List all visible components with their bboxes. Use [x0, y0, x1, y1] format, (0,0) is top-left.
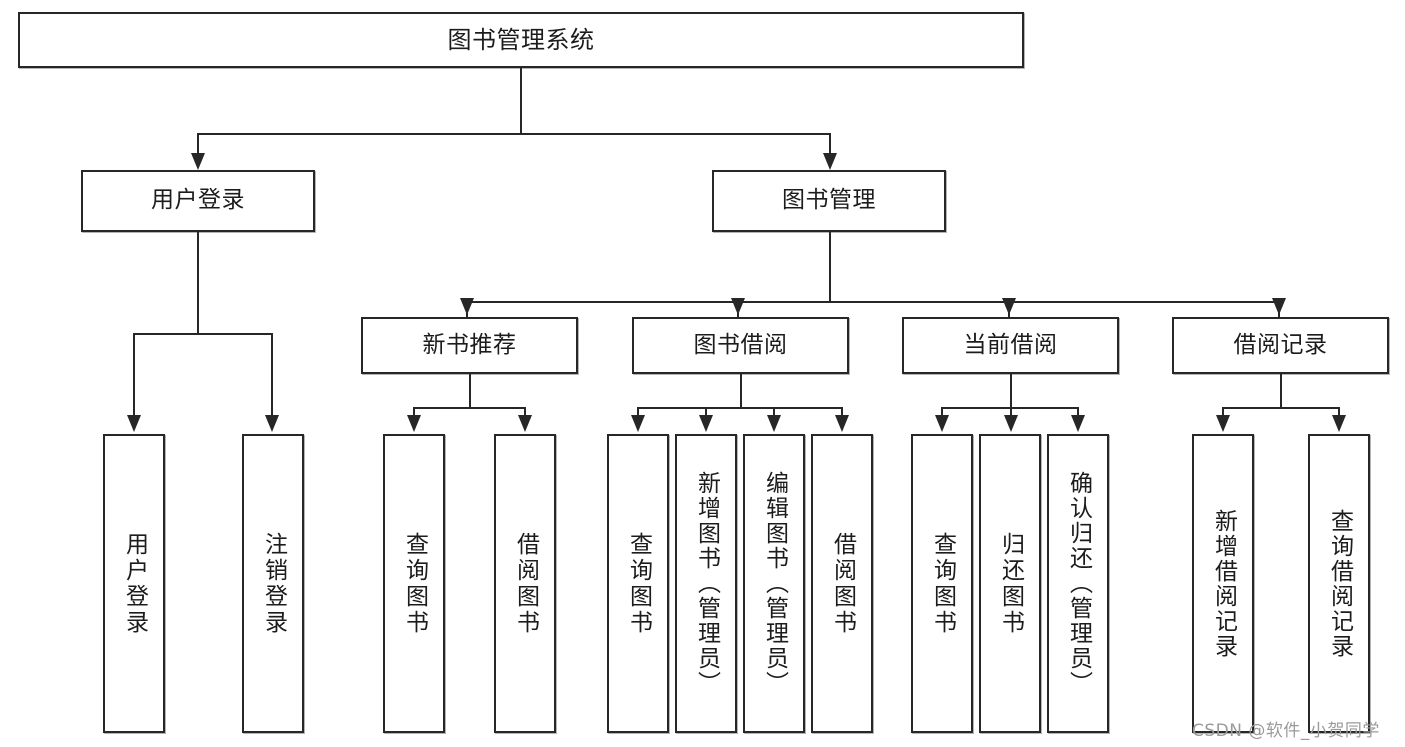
- node-book-management[interactable]: 图书管理: [712, 170, 946, 232]
- arrow-book-borrow: [731, 298, 745, 315]
- node-label: 确认归还（管理员）: [1065, 471, 1092, 696]
- node-label: 查询图书: [929, 531, 956, 636]
- node-label: 新书推荐: [422, 331, 517, 358]
- node-new-book-recommend[interactable]: 新书推荐: [361, 317, 578, 374]
- node-label: 查询图书: [401, 531, 428, 636]
- connector-drop-confirm-return: [1077, 407, 1079, 417]
- node-label: 用户登录: [151, 187, 245, 214]
- arrow-user-login-leaf: [127, 415, 141, 432]
- node-label: 图书管理: [782, 187, 876, 214]
- node-label: 归还图书: [997, 531, 1024, 636]
- connector-drop-borrow-book-1: [524, 407, 526, 417]
- arrow-confirm-return: [1071, 415, 1085, 432]
- connector-drop-query-book-2: [637, 407, 639, 417]
- arrow-new-book-recommend: [460, 298, 474, 315]
- arrow-add-book: [699, 415, 713, 432]
- arrow-return-book: [1004, 415, 1018, 432]
- arrow-borrow-book-1: [518, 415, 532, 432]
- node-book-borrow[interactable]: 图书借阅: [632, 317, 849, 374]
- node-label: 查询图书: [625, 531, 652, 636]
- node-label: 编辑图书（管理员）: [761, 471, 788, 696]
- arrow-current-borrow: [1002, 298, 1016, 315]
- connector-root-stem: [520, 68, 522, 134]
- leaf-confirm-return[interactable]: 确认归还（管理员）: [1047, 434, 1109, 733]
- node-label: 新增图书（管理员）: [693, 471, 720, 696]
- leaf-borrow-book-1[interactable]: 借阅图书: [494, 434, 556, 733]
- arrow-add-borrow-record: [1216, 415, 1230, 432]
- node-label: 新增借阅记录: [1210, 508, 1237, 659]
- node-label: 图书管理系统: [447, 25, 595, 54]
- node-borrow-record[interactable]: 借阅记录: [1172, 317, 1389, 374]
- leaf-query-book-1[interactable]: 查询图书: [383, 434, 445, 733]
- connector-borrow-record-bus: [1222, 407, 1340, 409]
- node-label: 用户登录: [121, 531, 148, 636]
- connector-drop-user-login-leaf: [133, 333, 135, 417]
- connector-book-borrow-stem: [740, 374, 742, 408]
- leaf-add-book[interactable]: 新增图书（管理员）: [675, 434, 737, 733]
- connector-book-management-stem: [829, 232, 831, 302]
- connector-drop-borrow-book-2: [841, 407, 843, 417]
- connector-level3-bus: [466, 301, 1280, 303]
- connector-drop-query-book-1: [413, 407, 415, 417]
- arrow-book-management: [823, 153, 837, 170]
- arrow-query-book-3: [935, 415, 949, 432]
- connector-drop-query-borrow-record: [1338, 407, 1340, 417]
- connector-drop-book-management: [829, 133, 831, 155]
- connector-new-book-recommend-bus: [413, 407, 526, 409]
- connector-drop-add-borrow-record: [1222, 407, 1224, 417]
- leaf-query-book-2[interactable]: 查询图书: [607, 434, 669, 733]
- arrow-user-login: [191, 153, 205, 170]
- connector-borrow-record-stem: [1280, 374, 1282, 408]
- arrow-query-book-1: [407, 415, 421, 432]
- leaf-query-book-3[interactable]: 查询图书: [911, 434, 973, 733]
- leaf-return-book[interactable]: 归还图书: [979, 434, 1041, 733]
- arrow-borrow-book-2: [835, 415, 849, 432]
- node-label: 图书借阅: [693, 331, 788, 358]
- leaf-edit-book[interactable]: 编辑图书（管理员）: [743, 434, 805, 733]
- connector-drop-edit-book: [773, 407, 775, 417]
- node-label: 借阅图书: [829, 531, 856, 636]
- leaf-add-borrow-record[interactable]: 新增借阅记录: [1192, 434, 1254, 733]
- arrow-query-borrow-record: [1332, 415, 1346, 432]
- node-label: 查询借阅记录: [1326, 508, 1353, 659]
- node-label: 注销登录: [260, 531, 287, 636]
- connector-current-borrow-stem: [1010, 374, 1012, 408]
- connector-drop-return-book: [1010, 407, 1012, 417]
- connector-new-book-recommend-stem: [469, 374, 471, 408]
- arrow-user-logout-leaf: [265, 415, 279, 432]
- connector-level2-bus: [197, 133, 831, 135]
- arrow-edit-book: [767, 415, 781, 432]
- csdn-watermark: CSDN @软件_小贺同学: [1192, 721, 1380, 741]
- node-label: 借阅图书: [512, 531, 539, 636]
- node-user-login[interactable]: 用户登录: [81, 170, 315, 232]
- node-current-borrow[interactable]: 当前借阅: [902, 317, 1119, 374]
- leaf-user-login[interactable]: 用户登录: [103, 434, 165, 733]
- connector-drop-user-logout-leaf: [271, 333, 273, 417]
- connector-book-borrow-bus: [637, 407, 843, 409]
- arrow-query-book-2: [631, 415, 645, 432]
- leaf-query-borrow-record[interactable]: 查询借阅记录: [1308, 434, 1370, 733]
- connector-drop-query-book-3: [941, 407, 943, 417]
- connector-drop-add-book: [705, 407, 707, 417]
- leaf-user-logout[interactable]: 注销登录: [242, 434, 304, 733]
- connector-drop-user-login: [197, 133, 199, 155]
- node-root-book-management-system[interactable]: 图书管理系统: [18, 12, 1024, 68]
- node-label: 借阅记录: [1233, 331, 1328, 358]
- node-label: 当前借阅: [963, 331, 1058, 358]
- leaf-borrow-book-2[interactable]: 借阅图书: [811, 434, 873, 733]
- connector-user-login-bus: [133, 333, 273, 335]
- arrow-borrow-record: [1272, 298, 1286, 315]
- connector-user-login-stem: [197, 232, 199, 334]
